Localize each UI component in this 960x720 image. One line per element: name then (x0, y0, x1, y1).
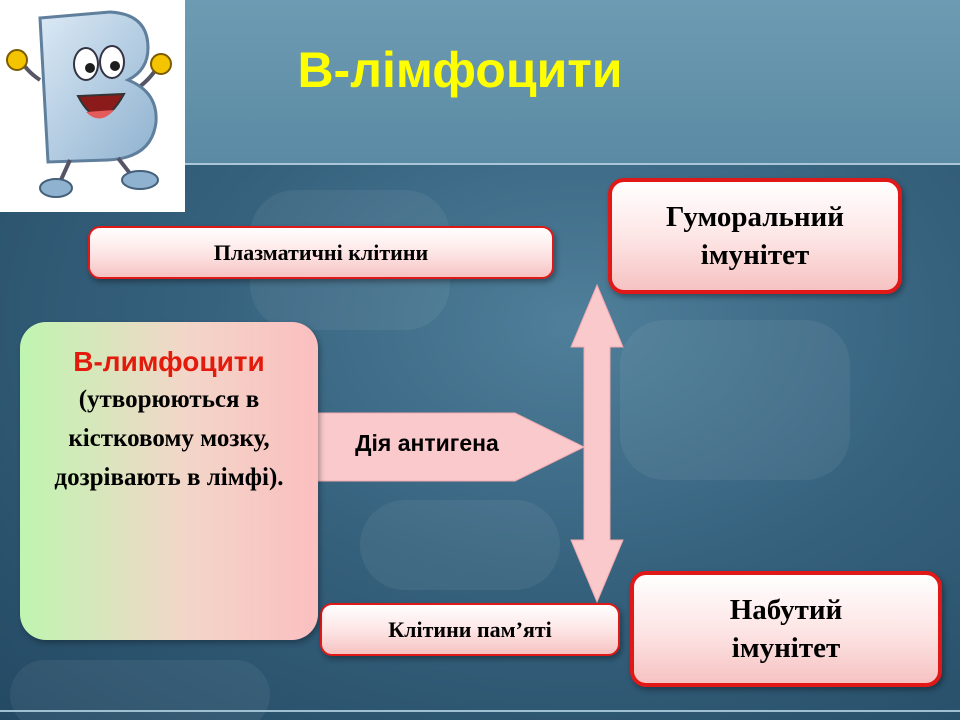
double-headed-arrow (570, 283, 624, 604)
bottom-divider (0, 710, 960, 712)
acquired-immunity-line1: Набутий (729, 594, 843, 626)
plasma-cells-box: Плазматичні клітини (88, 226, 554, 279)
humoral-immunity-line1: Гуморальний (666, 201, 844, 233)
puzzle-piece-decoration (360, 500, 560, 590)
memory-cells-box: Клітини пам’яті (320, 603, 620, 656)
letter-b-cartoon-mascot-icon (6, 10, 172, 198)
puzzle-piece-decoration (620, 320, 850, 480)
acquired-immunity-box: Набутий імунітет (630, 571, 942, 687)
slide-title: В-лімфоцити (297, 42, 623, 98)
acquired-immunity-line2: імунітет (731, 632, 841, 664)
antigen-action-label: Дія антигена (355, 430, 499, 456)
humoral-immunity-line2: імунітет (700, 239, 810, 271)
b-lymphocytes-name: В-лимфоцити (73, 346, 265, 377)
b-lymphocytes-box: В-лимфоцити (утворюються в кістковому мо… (20, 322, 318, 640)
humoral-immunity-box: Гуморальний імунітет (608, 178, 902, 294)
plasma-cells-label: Плазматичні клітини (213, 239, 429, 265)
mascot-logo (0, 0, 185, 212)
memory-cells-label: Клітини пам’яті (388, 616, 552, 642)
b-lymphocytes-description: (утворюються в кістковому мозку, дозріва… (54, 386, 284, 491)
